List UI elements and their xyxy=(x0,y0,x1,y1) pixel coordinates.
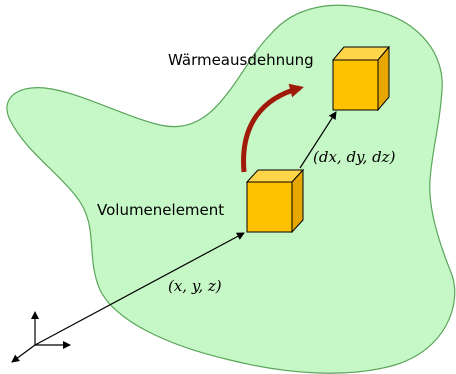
expanded-cube xyxy=(331,45,391,112)
coordinate-axes-icon xyxy=(11,311,71,363)
position-vector-arrow xyxy=(34,232,245,346)
displacement-vector-label: (dx, dy, dz) xyxy=(313,148,396,166)
thermal-expansion-label: Wärmeausdehnung xyxy=(168,51,314,69)
volume-element-cube xyxy=(245,168,305,234)
position-vector-label: (x, y, z) xyxy=(168,277,222,295)
expansion-arrow xyxy=(241,83,304,173)
displacement-vector-arrow xyxy=(299,111,337,169)
volume-element-label: Volumenelement xyxy=(97,201,224,219)
